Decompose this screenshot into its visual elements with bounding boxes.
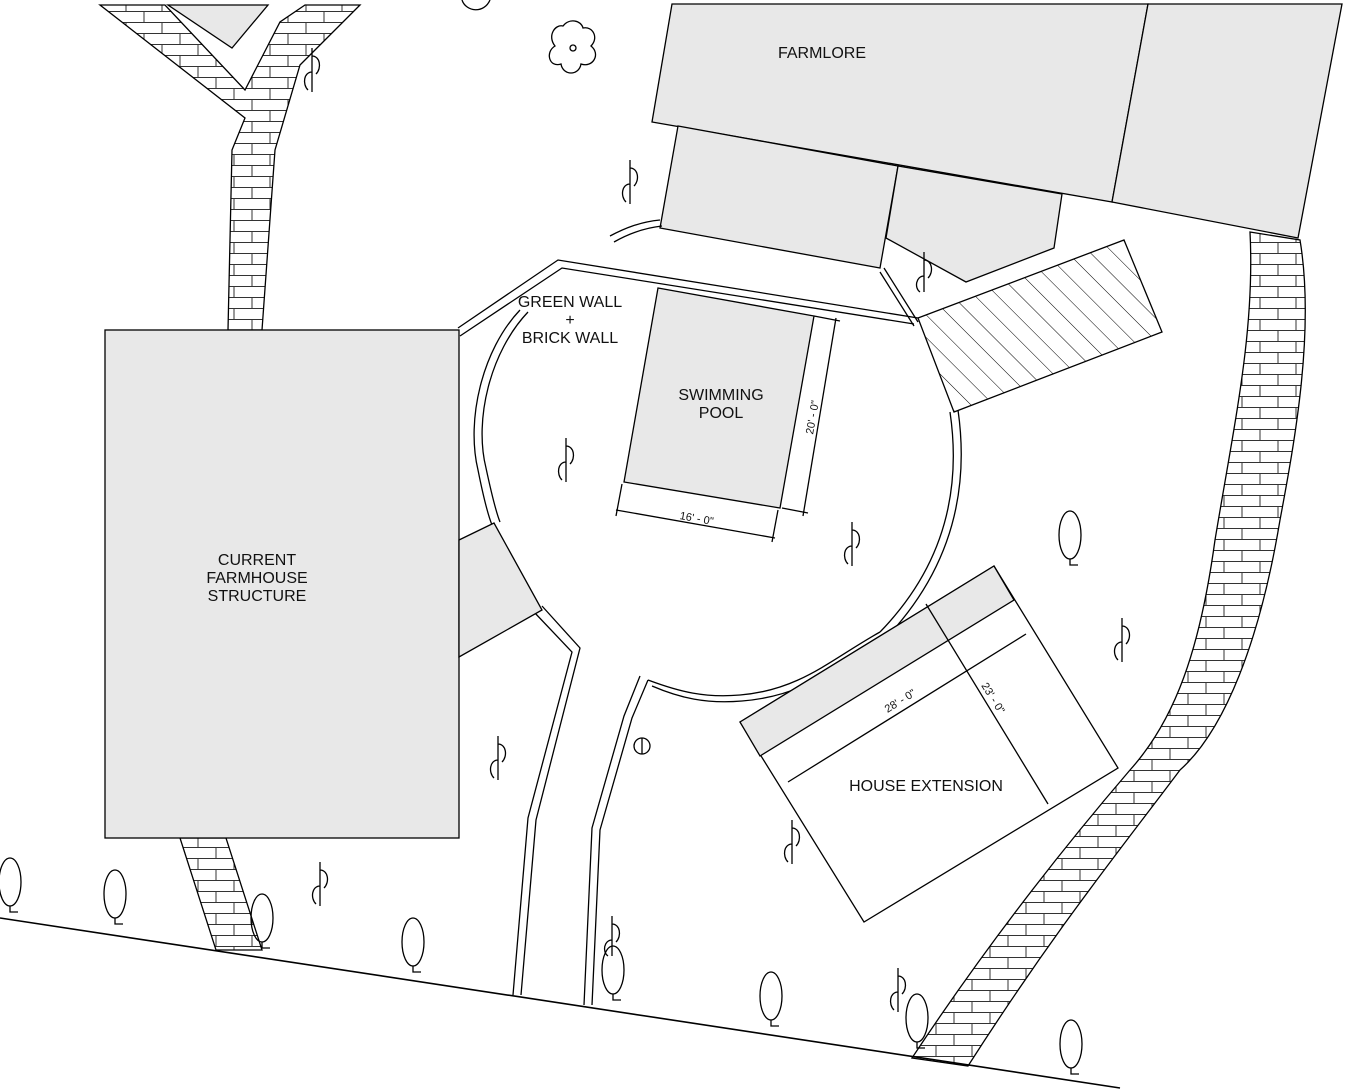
tree-icon	[1058, 510, 1082, 566]
swimming-pool: SWIMMING POOL	[623, 287, 815, 509]
tree-icon	[311, 862, 329, 906]
tree-icon	[1059, 1019, 1083, 1075]
farmhouse-label-line3: STRUCTURE	[208, 588, 307, 605]
tree-icon	[601, 945, 625, 1001]
tree-icon	[783, 820, 801, 864]
pool-length-label: 20' - 0"	[804, 400, 822, 436]
tree-icon	[843, 522, 861, 566]
shrub-icon	[461, 0, 491, 11]
tree-icon	[401, 917, 425, 973]
tree-icon	[621, 160, 639, 204]
tree-icon	[489, 736, 507, 780]
extension-label: HOUSE EXTENSION	[849, 778, 1003, 795]
farmhouse-label-line2: FARMHOUSE	[206, 570, 307, 587]
tree-icon	[759, 971, 783, 1027]
green-brick-wall	[457, 259, 962, 703]
tree-icon	[1113, 618, 1131, 662]
house-extension: HOUSE EXTENSION	[739, 565, 1119, 923]
brick-path-east	[910, 231, 1306, 1067]
pool-width-dimension: 16' - 0"	[615, 483, 779, 543]
farmlore-label: FARMLORE	[778, 45, 866, 62]
driveway-west	[512, 605, 581, 996]
site-boundary-south	[0, 917, 1121, 1089]
tree-icon	[103, 869, 127, 925]
green-wall-label-line3: BRICK WALL	[522, 330, 618, 347]
pool-length-dimension: 20' - 0"	[781, 315, 841, 517]
farmlore-access-line	[609, 219, 663, 243]
pool-width-label: 16' - 0"	[679, 510, 715, 528]
tree-icon	[557, 438, 575, 482]
tree-icon	[905, 993, 929, 1049]
farmlore-building: FARMLORE	[651, 3, 1343, 283]
tree-icon	[0, 857, 22, 913]
current-farmhouse: CURRENT FARMHOUSE STRUCTURE	[104, 329, 543, 839]
tree-icon	[633, 737, 651, 755]
pool-label-line2: POOL	[699, 405, 744, 422]
tree-icon	[915, 252, 933, 293]
brick-path-north	[98, 4, 362, 331]
tree-icon	[250, 893, 274, 949]
green-wall-label-line2: +	[565, 312, 574, 329]
brick-path-south	[179, 837, 263, 951]
shrub-icon	[548, 20, 597, 74]
pool-label-line1: SWIMMING	[678, 387, 763, 404]
driveway-east	[583, 675, 649, 1006]
tree-icon	[603, 916, 621, 957]
hatched-deck	[917, 239, 1163, 413]
tree-icon	[303, 48, 321, 92]
green-wall-label-line1: GREEN WALL	[518, 294, 622, 311]
tree-icon	[889, 968, 907, 1012]
farmhouse-label-line1: CURRENT	[218, 552, 296, 569]
